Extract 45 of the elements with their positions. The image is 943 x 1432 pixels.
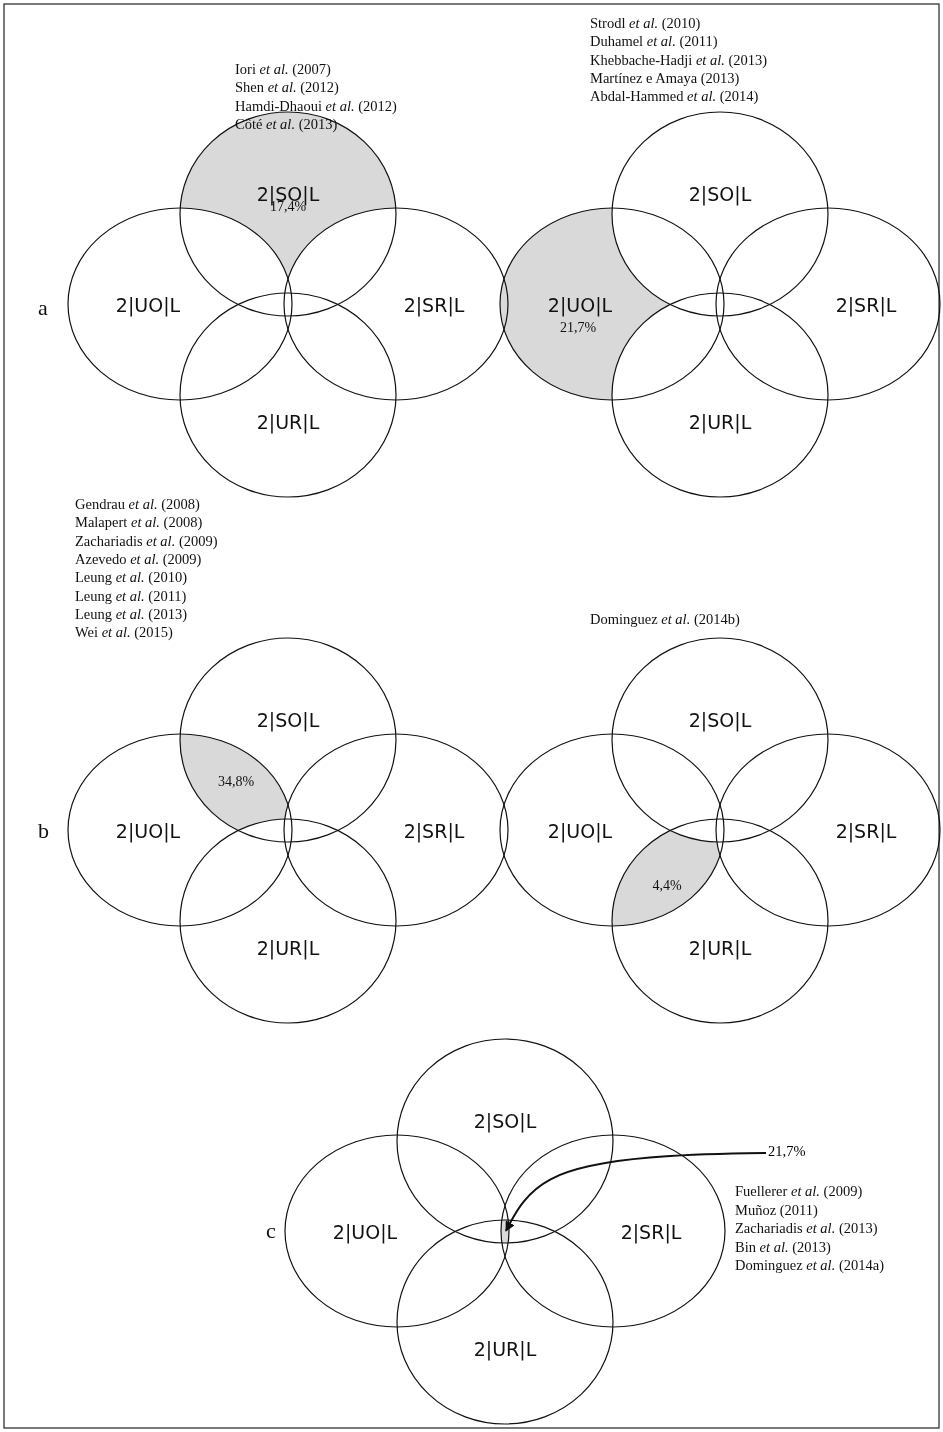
reference-citation: Iori et al. (2007)	[235, 62, 331, 78]
reference-citation: Strodl et al. (2010)	[590, 16, 701, 32]
reference-citation: Leung et al. (2011)	[75, 588, 187, 605]
reference-citation: Côté et al. (2013)	[235, 116, 338, 133]
reference-citation: Zachariadis et al. (2009)	[75, 533, 218, 550]
set-label: 2|SO|L	[688, 709, 752, 731]
set-label: 2|UR|L	[256, 937, 320, 959]
panel-letter: b	[38, 819, 49, 844]
set-label: 2|SO|L	[256, 709, 320, 731]
reference-citation: Duhamel et al. (2011)	[590, 34, 718, 51]
reference-citation: Hamdi-Dhaoui et al. (2012)	[235, 98, 397, 115]
reference-citation: Leung et al. (2013)	[75, 606, 187, 623]
panel-letter: a	[38, 296, 48, 321]
set-label: 2|UO|L	[115, 820, 181, 842]
set-label: 2|SR|L	[835, 820, 897, 842]
reference-citation: Malapert et al. (2008)	[75, 515, 203, 532]
set-label: 2|UO|L	[547, 820, 613, 842]
leader-line	[504, 1152, 767, 1232]
set-label: 2|SO|L	[688, 183, 752, 205]
percentage-label: 34,8%	[217, 774, 255, 790]
set-label: 2|UR|L	[688, 937, 752, 959]
reference-citation: Wei et al. (2015)	[75, 625, 173, 642]
set-label: 2|UO|L	[547, 294, 613, 316]
percentage-label: 21,7%	[768, 1144, 806, 1160]
set-label: 2|SR|L	[403, 294, 465, 316]
panel-letter: c	[266, 1219, 276, 1244]
percentage-label: 21,7%	[559, 320, 597, 336]
set-label: 2|SR|L	[620, 1221, 682, 1243]
set-label: 2|UR|L	[688, 411, 752, 433]
reference-citation: Gendrau et al. (2008)	[75, 497, 200, 513]
reference-citation: Leung et al. (2010)	[75, 570, 187, 587]
set-label: 2|SR|L	[403, 820, 465, 842]
set-label: 2|SR|L	[835, 294, 897, 316]
set-label: 2|UR|L	[256, 411, 320, 433]
set-label: 2|UO|L	[115, 294, 181, 316]
set-label: 2|UO|L	[332, 1221, 398, 1243]
reference-citation: Muñoz (2011)	[735, 1202, 818, 1219]
set-label: 2|SO|L	[473, 1110, 537, 1132]
reference-citation: Bin et al. (2013)	[735, 1239, 831, 1256]
reference-citation: Martínez e Amaya (2013)	[590, 70, 740, 87]
reference-citation: Azevedo et al. (2009)	[75, 551, 202, 568]
set-label: 2|UR|L	[473, 1338, 537, 1360]
reference-citation: Shen et al. (2012)	[235, 80, 339, 97]
reference-citation: Khebbache-Hadji et al. (2013)	[590, 52, 768, 69]
percentage-label: 4,4%	[652, 878, 682, 894]
